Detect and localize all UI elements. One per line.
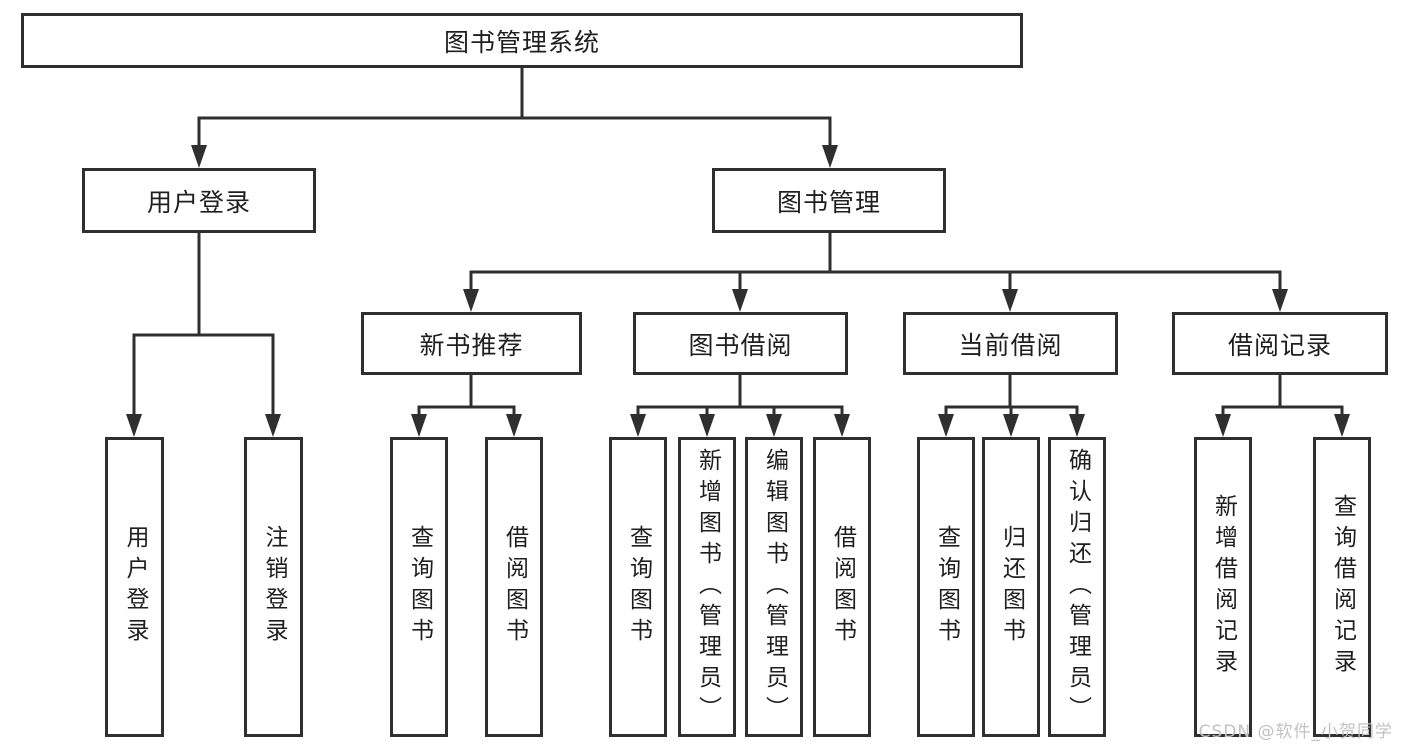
node-book-management: 图书管理 <box>712 168 946 233</box>
node-root-library-system: 图书管理系统 <box>21 13 1023 68</box>
node-current-borrowing: 当前借阅 <box>903 312 1118 375</box>
node-leaf-edit-books-admin: 编辑图书（管理员） <box>745 437 803 737</box>
node-leaf-user-login: 用户登录 <box>105 437 164 737</box>
csdn-watermark: CSDN @软件_小贺同学 <box>1198 722 1393 742</box>
node-leaf-confirm-return-admin: 确认归还（管理员） <box>1048 437 1106 737</box>
node-leaf-query-books-rec: 查询图书 <box>390 437 448 737</box>
node-user-login: 用户登录 <box>82 168 316 233</box>
node-new-book-recommendation: 新书推荐 <box>361 312 582 375</box>
node-leaf-logout: 注销登录 <box>244 437 303 737</box>
node-leaf-add-books-admin: 新增图书（管理员） <box>678 437 736 737</box>
node-leaf-query-books-current: 查询图书 <box>917 437 975 737</box>
node-leaf-return-books: 归还图书 <box>982 437 1040 737</box>
node-book-borrowing: 图书借阅 <box>633 312 848 375</box>
node-borrowing-records: 借阅记录 <box>1172 312 1388 375</box>
node-leaf-query-borrow-record: 查询借阅记录 <box>1313 437 1371 737</box>
node-leaf-borrow-books: 借阅图书 <box>813 437 871 737</box>
node-leaf-borrow-books-rec: 借阅图书 <box>485 437 543 737</box>
node-leaf-query-books-borrow: 查询图书 <box>609 437 667 737</box>
node-leaf-add-borrow-record: 新增借阅记录 <box>1194 437 1252 737</box>
